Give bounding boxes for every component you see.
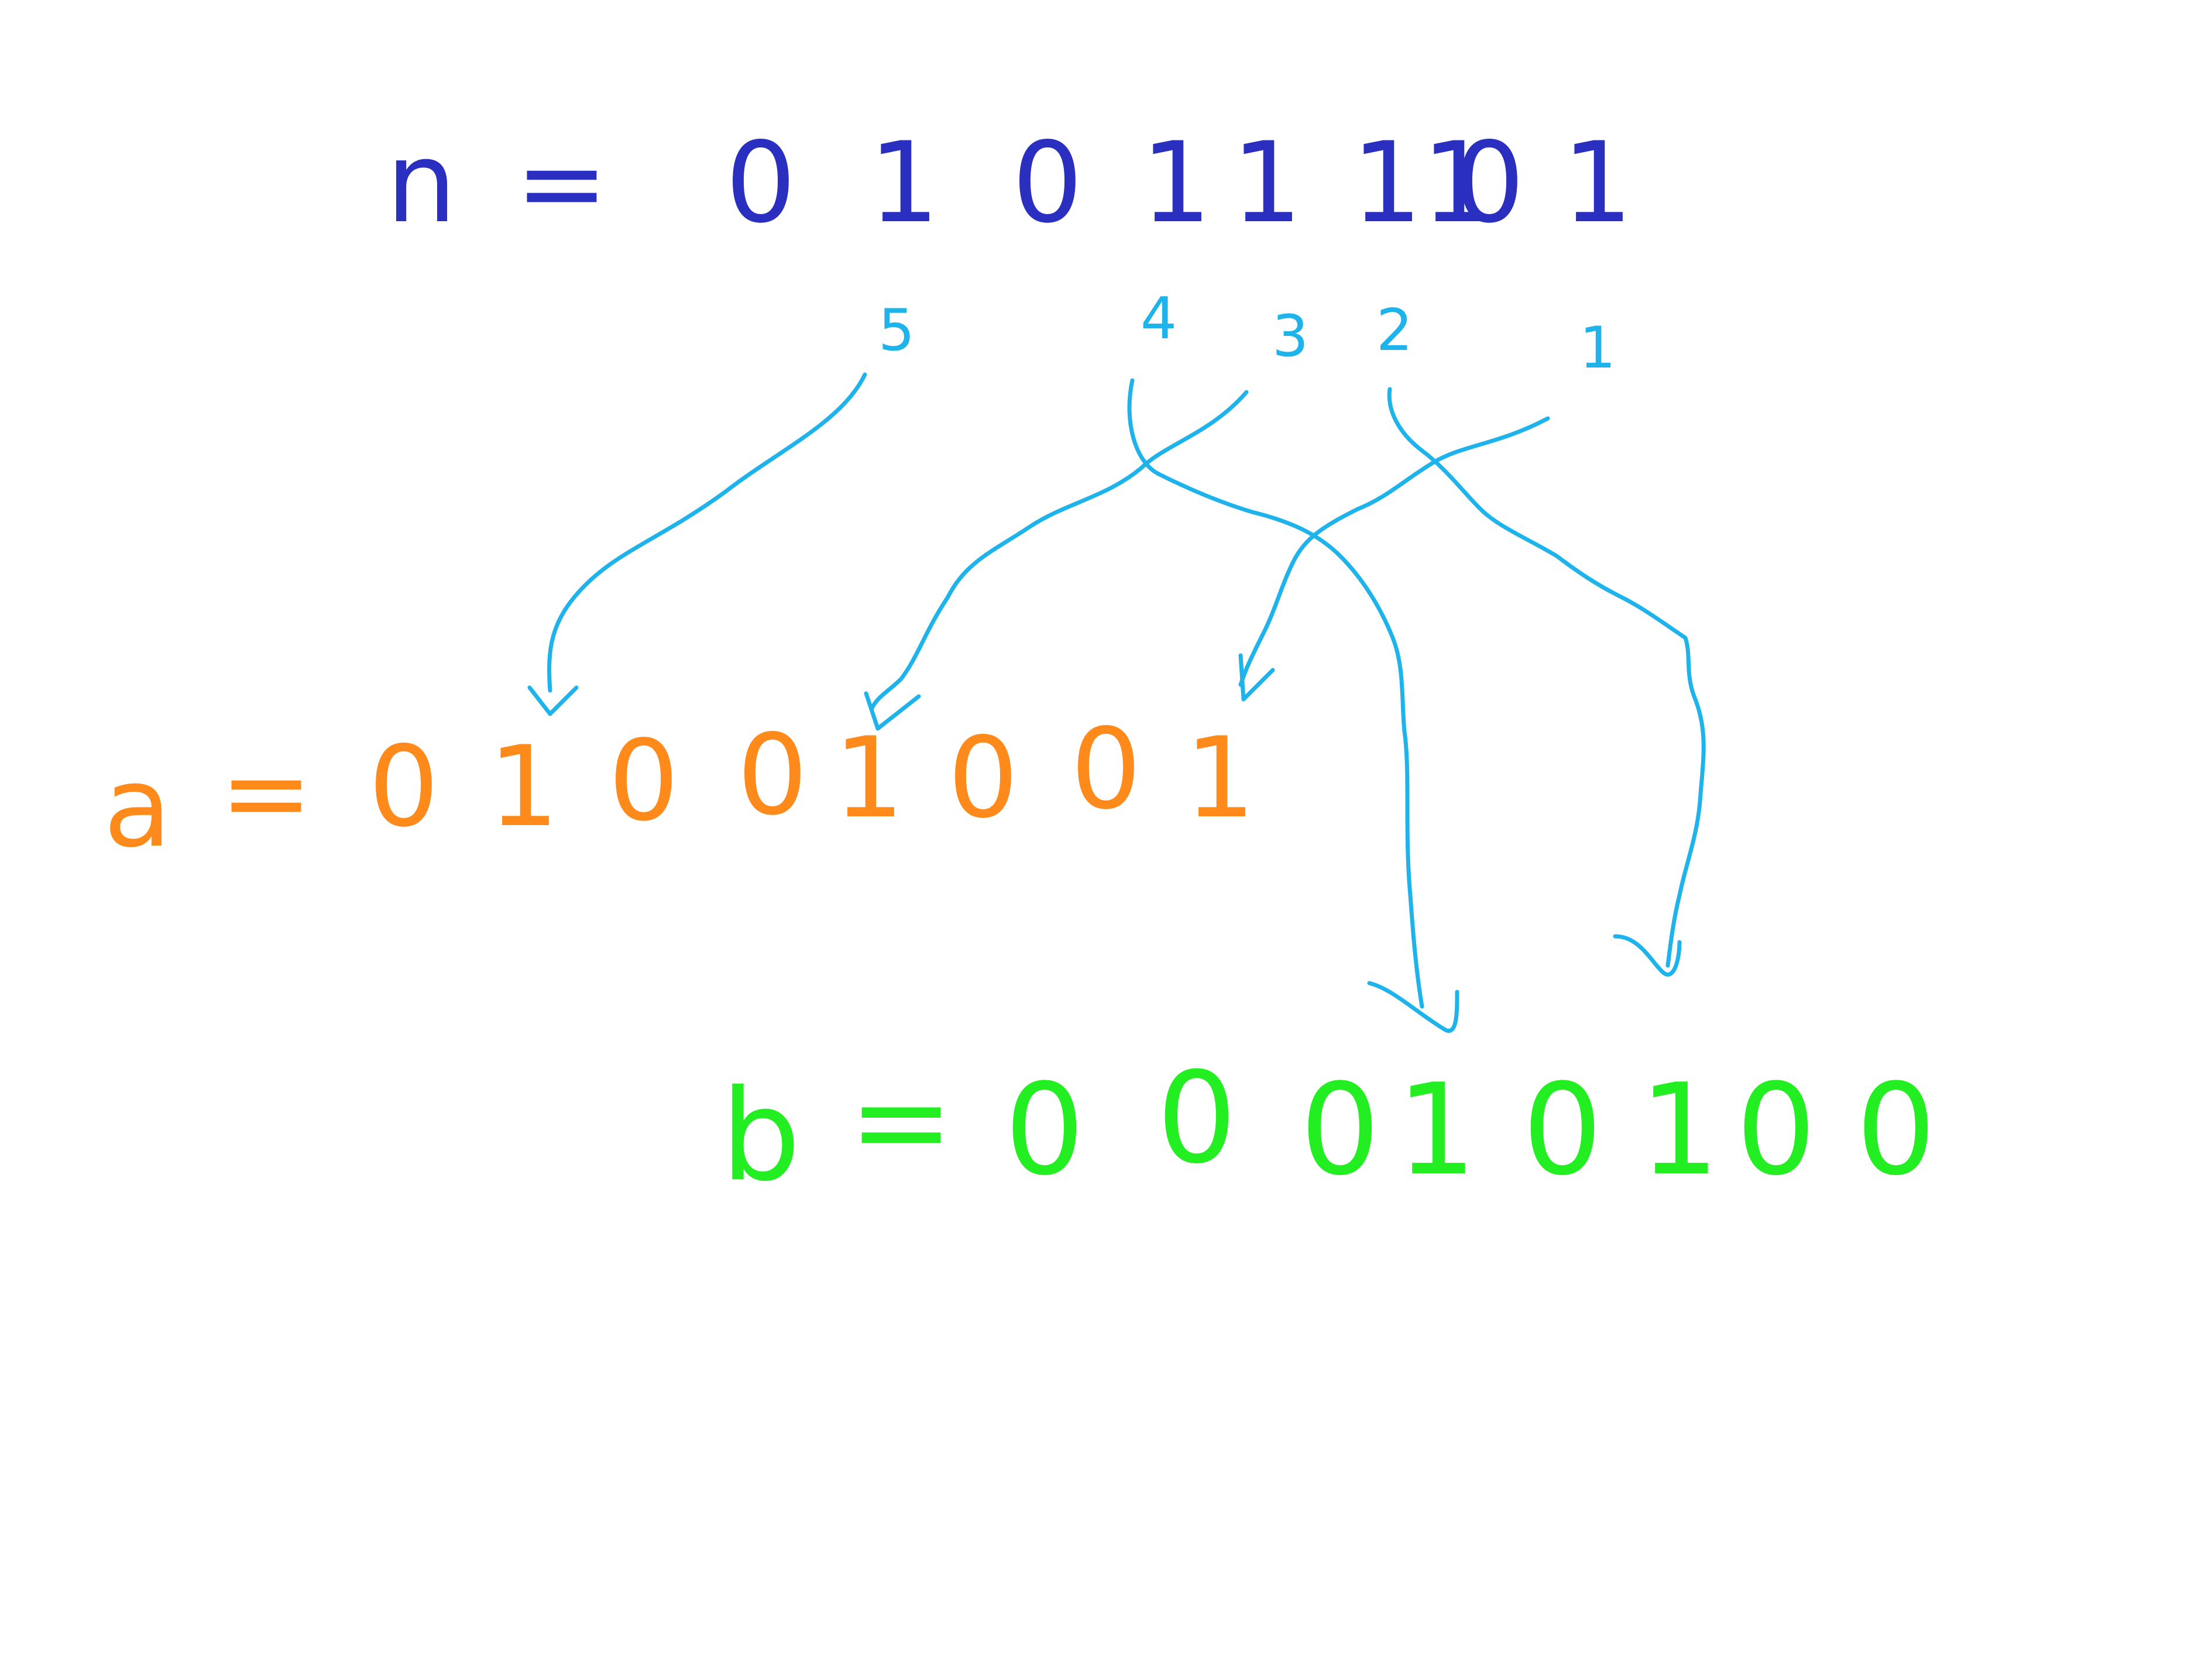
b-bit-6: 1 <box>1640 1056 1720 1203</box>
index-label-1: 1 <box>1579 315 1616 382</box>
arrow-5-to-a <box>547 372 867 693</box>
equals-n: = <box>515 118 608 248</box>
b-bit-2: 0 <box>1157 1045 1237 1191</box>
n-bit-2: 1 <box>869 118 940 248</box>
a-bit-3: 0 <box>609 716 679 846</box>
arrowhead-3 <box>864 691 921 731</box>
label-n: n <box>386 118 456 248</box>
n-bit-1: 0 <box>726 118 796 248</box>
a-bit-1: 0 <box>369 722 439 851</box>
equals-a: = <box>219 728 312 857</box>
arrowhead-1 <box>1238 653 1275 702</box>
index-label-5: 5 <box>878 297 915 364</box>
arrowhead-5 <box>527 685 579 716</box>
n-bit-6: 1 <box>1352 118 1423 248</box>
arrows <box>527 372 1706 1033</box>
a-bit-5: 1 <box>834 713 905 843</box>
b-bit-8: 0 <box>1856 1056 1936 1203</box>
a-bit-4: 0 <box>737 710 808 840</box>
n-bit-5: 1 <box>1232 118 1303 248</box>
b-bit-1: 0 <box>1005 1056 1085 1203</box>
row-n: n = 0 1 0 1 1 1 1 0 1 <box>386 118 1633 248</box>
n-bit-7: 1 <box>1422 118 1493 248</box>
index-label-3: 3 <box>1272 303 1308 370</box>
b-bit-5: 0 <box>1523 1056 1603 1203</box>
arrow-3-to-a <box>870 390 1249 710</box>
row-a: a = 0 1 0 0 1 0 0 1 <box>104 705 1256 872</box>
b-bit-7: 0 <box>1736 1056 1816 1203</box>
b-bit-4: 1 <box>1397 1056 1477 1203</box>
n-bit-4: 1 <box>1141 118 1212 248</box>
n-bit-8: 0 <box>1454 118 1525 248</box>
a-bit-8: 1 <box>1185 713 1256 843</box>
arrow-2-to-b <box>1387 387 1706 968</box>
a-bit-2: 1 <box>489 722 559 851</box>
a-bit-6: 0 <box>948 713 1019 843</box>
label-b: b <box>721 1062 801 1209</box>
bit-index-labels: 5 4 3 2 1 <box>878 286 1616 382</box>
label-a: a <box>104 743 171 872</box>
arrowhead-2 <box>1613 934 1682 977</box>
row-b: b = 0 0 0 1 0 1 0 0 <box>721 1045 1936 1209</box>
arrow-1-to-a <box>1238 416 1550 687</box>
n-bit-9: 1 <box>1562 118 1633 248</box>
a-bit-7: 0 <box>1071 705 1142 834</box>
n-bit-3: 0 <box>1012 118 1083 248</box>
equals-b: = <box>849 1047 954 1194</box>
arrow-4-to-b <box>1127 378 1424 1009</box>
index-label-4: 4 <box>1141 286 1177 352</box>
arrowhead-4 <box>1367 981 1459 1033</box>
index-label-2: 2 <box>1376 297 1413 364</box>
b-bit-3: 0 <box>1300 1056 1380 1203</box>
